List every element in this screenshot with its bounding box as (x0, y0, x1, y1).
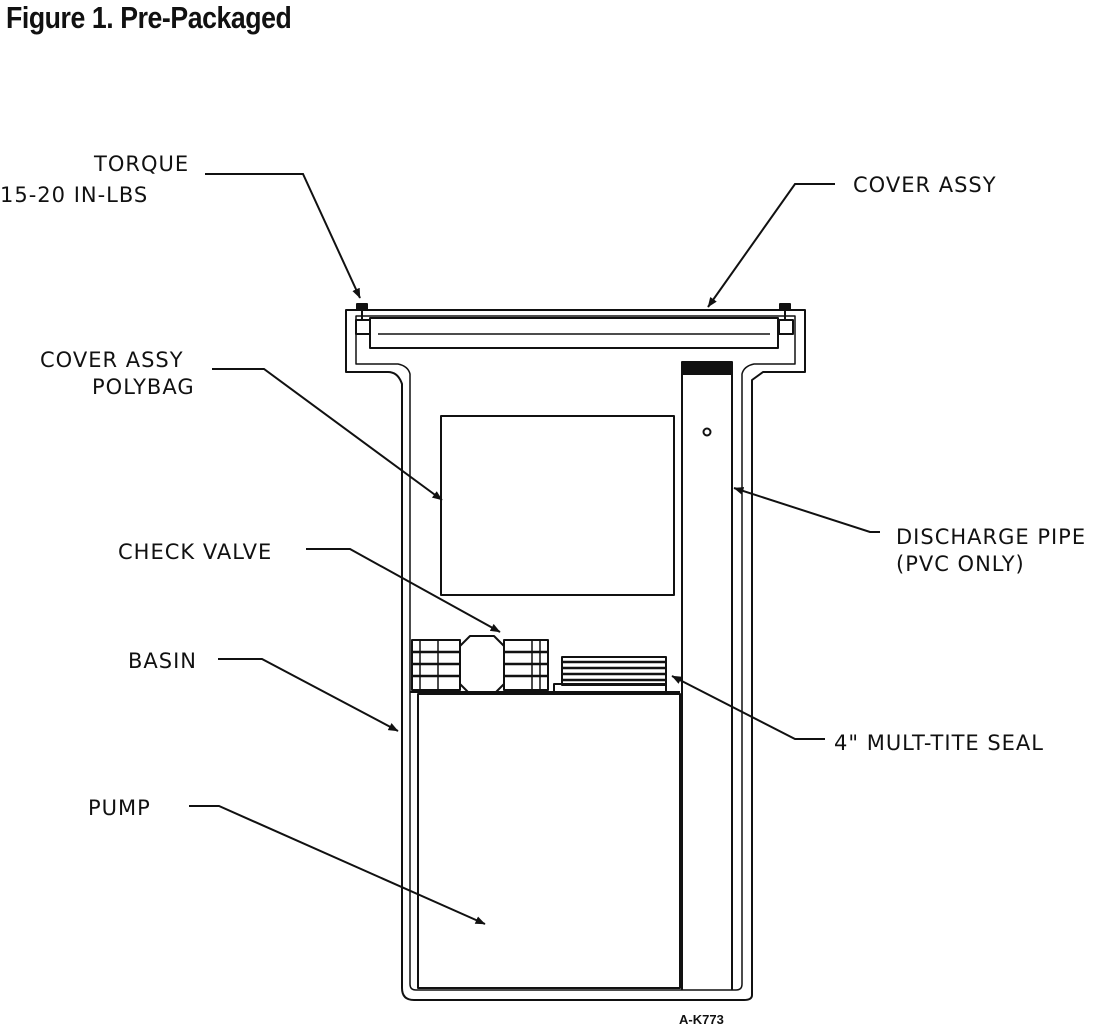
label-pump: PUMP (88, 796, 151, 820)
figure-title: Figure 1. Pre-Packaged (6, 0, 292, 35)
leader-cover-assy (707, 183, 835, 308)
label-discharge-material: (PVC ONLY) (896, 552, 1025, 576)
label-torque-value: 15-20 IN-LBS (0, 183, 148, 207)
leader-torque (205, 173, 361, 299)
label-polybag-line2: POLYBAG (92, 375, 195, 399)
pump (410, 691, 681, 989)
leader-check-valve (306, 548, 501, 633)
label-cover-assy: COVER ASSY (853, 173, 997, 197)
discharge-pipe (681, 361, 733, 990)
polybag-box (440, 415, 675, 596)
label-torque: TORQUE (93, 152, 189, 176)
label-check-valve: CHECK VALVE (118, 540, 272, 564)
check-valve (411, 635, 549, 695)
label-seal: 4" MULT-TITE SEAL (834, 731, 1044, 755)
left-bolt (355, 303, 371, 335)
leader-pump (189, 805, 486, 925)
leader-discharge (733, 487, 880, 533)
right-bolt (778, 303, 794, 335)
leader-basin (218, 658, 399, 732)
mult-tite-seal (553, 656, 667, 693)
label-discharge-pipe: DISCHARGE PIPE (896, 525, 1086, 549)
cover-assembly (345, 309, 806, 1001)
leader-polybag (212, 368, 443, 501)
leader-seal (671, 675, 825, 740)
drawing-code: A-K773 (679, 1012, 724, 1027)
label-basin: BASIN (128, 649, 197, 673)
label-polybag-line1: COVER ASSY (40, 348, 184, 372)
